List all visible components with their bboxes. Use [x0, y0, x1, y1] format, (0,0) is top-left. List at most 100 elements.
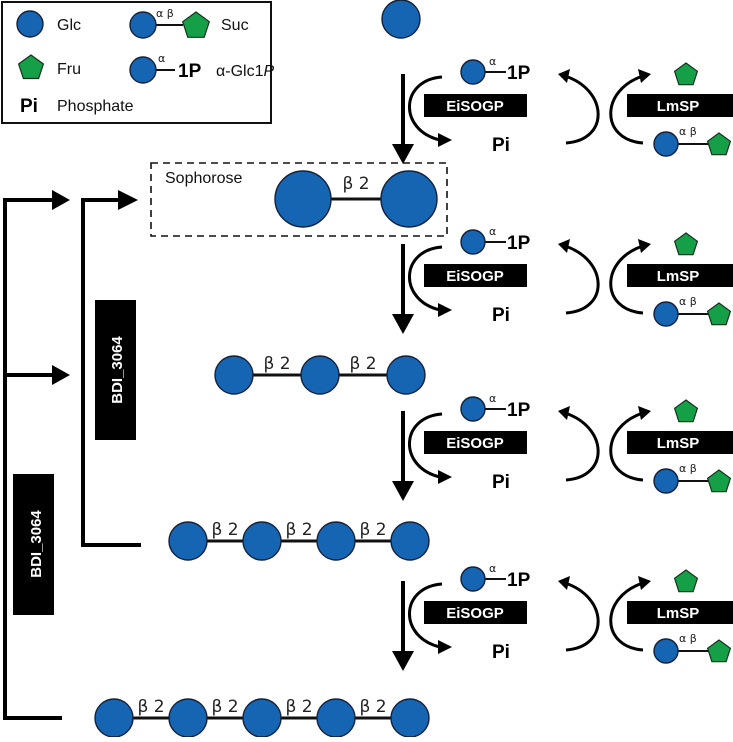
enzyme-label-lmsp: LmSP	[657, 435, 700, 452]
released-fructose-icon	[673, 569, 699, 593]
donor-curve-arrow	[408, 412, 443, 479]
enzyme-label-lmsp: LmSP	[657, 268, 700, 285]
released-phosphate-label: Pi	[492, 642, 510, 663]
donor-phosphate-tag: 1P	[507, 570, 531, 591]
inner-bracket-line	[81, 198, 141, 547]
sucrose-cross-curve	[609, 411, 644, 482]
cross-arrowhead-left-icon	[558, 406, 570, 420]
enzyme-label-lmsp: LmSP	[657, 98, 700, 115]
glucose-residue-icon	[316, 698, 356, 738]
released-phosphate-label: Pi	[492, 305, 510, 326]
glucose-residue-icon	[316, 521, 356, 561]
glucose-residue-icon	[390, 521, 430, 561]
sucrose-glucose-icon	[653, 301, 679, 327]
donor-glucose-icon	[460, 229, 486, 255]
donor-glucose-icon	[460, 59, 486, 85]
glucose-residue-icon	[242, 521, 282, 561]
side-enzyme-box-inner	[95, 300, 136, 440]
linkage-label: β 2	[359, 520, 386, 540]
donor-curve-arrow	[408, 245, 443, 312]
donor-phosphate-tag: 1P	[507, 63, 531, 84]
legend-g1p-link: α	[158, 52, 165, 65]
linkage-label: β 2	[342, 174, 369, 194]
sucrose-cross-curve	[609, 581, 644, 652]
enzyme-label-lmsp: LmSP	[657, 605, 700, 622]
transfer-arrowhead-icon	[392, 144, 414, 164]
transfer-arrowhead-icon	[392, 481, 414, 501]
donor-glucose-icon	[460, 566, 486, 592]
donor-curve-arrowhead-icon	[438, 303, 452, 317]
phosphate-cross-curve	[564, 244, 600, 315]
product-sophorose: β 2	[274, 170, 438, 228]
product-glucose	[381, 0, 421, 39]
outer-bracket-line	[3, 198, 62, 720]
glucose-residue-icon	[386, 355, 426, 395]
enzyme-label-eisogp: EiSOGP	[446, 435, 504, 452]
linkage-label: β 2	[359, 697, 386, 717]
sucrose-glucose-icon	[653, 131, 679, 157]
sucrose-link-label: α β	[679, 462, 697, 475]
cross-arrowhead-right-icon	[638, 576, 651, 590]
glucose-residue-icon	[242, 698, 282, 738]
enzyme-box-lmsp	[627, 94, 733, 117]
glucose-residue-icon	[380, 170, 438, 228]
glucose-residue-icon	[94, 698, 134, 738]
glucose-residue-icon	[381, 0, 421, 39]
legend-pi-tag: Pi	[20, 96, 38, 117]
legend-label-glc: Glc	[57, 17, 81, 34]
enzyme-box-eisogp	[424, 431, 527, 454]
sucrose-icon	[129, 11, 211, 39]
legend-label-fru: Fru	[57, 61, 81, 78]
phosphate-cross-curve	[564, 411, 600, 482]
sucrose-glucose-icon	[653, 638, 679, 664]
legend-label-phosphate: Phosphate	[57, 98, 134, 115]
donor-link-label: α	[489, 225, 496, 238]
donor-phosphate-tag: 1P	[507, 400, 531, 421]
linkage-label: β 2	[285, 697, 312, 717]
phosphate-cross-curve	[564, 581, 600, 652]
outer-arrow-mid-icon	[52, 365, 70, 385]
cross-arrowhead-right-icon	[638, 239, 651, 253]
linkage-label: β 2	[211, 520, 238, 540]
linkage-label: β 2	[285, 520, 312, 540]
side-enzyme-label-outer: BDI_3064	[28, 510, 45, 578]
transfer-arrowhead-icon	[392, 651, 414, 671]
enzyme-box-lmsp	[627, 431, 733, 454]
glucose-residue-icon	[214, 355, 254, 395]
cross-arrowhead-right-icon	[638, 406, 651, 420]
fructose-icon	[17, 54, 45, 80]
legend: Glc α β Suc Fru α 1P α-Glc1P Pi Phosphat…	[1, 1, 274, 124]
outer-bracket: BDI_3064	[3, 190, 70, 720]
linkage-label: β 2	[137, 697, 164, 717]
inner-bracket: BDI_3064	[81, 190, 141, 547]
enzyme-box-lmsp	[627, 601, 733, 624]
sophorose-highlight-box	[150, 162, 448, 237]
legend-label-g1p-italic: P	[263, 63, 274, 80]
glucose-icon	[16, 10, 44, 38]
transfer-arrowhead-icon	[392, 314, 414, 334]
cross-arrowhead-left-icon	[558, 576, 570, 590]
released-phosphate-label: Pi	[492, 135, 510, 156]
donor-phosphate-tag: 1P	[507, 233, 531, 254]
linkage-label: β 2	[349, 354, 376, 374]
enzyme-label-eisogp: EiSOGP	[446, 98, 504, 115]
legend-g1p-tag: 1P	[178, 61, 202, 82]
sucrose-fructose-icon	[706, 302, 732, 326]
donor-link-label: α	[489, 562, 496, 575]
glucose-residue-icon	[390, 698, 430, 738]
sucrose-glucose-icon	[653, 468, 679, 494]
sucrose-link-label: α β	[679, 295, 697, 308]
released-fructose-icon	[673, 62, 699, 86]
outer-arrow-top-icon	[52, 190, 70, 210]
enzyme-box-eisogp	[424, 264, 527, 287]
side-enzyme-box-outer	[13, 474, 54, 615]
fructose-pentagon-icon	[181, 11, 211, 38]
